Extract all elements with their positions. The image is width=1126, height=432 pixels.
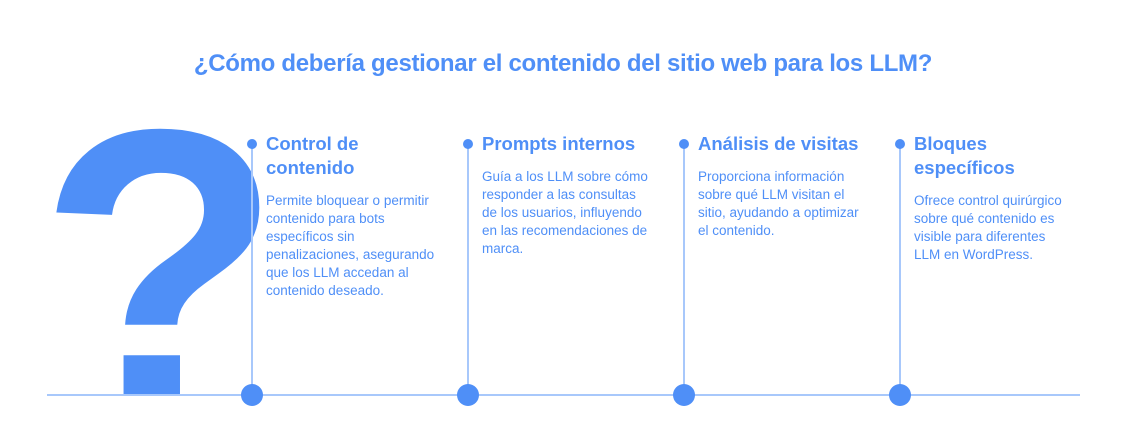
diagram-title: ¿Cómo debería gestionar el contenido del… xyxy=(193,50,933,77)
step-description: Ofrece control quirúrgico sobre qué cont… xyxy=(914,193,1062,262)
timeline-connector-4 xyxy=(899,144,901,396)
timeline-node-2 xyxy=(457,384,479,406)
step-heading: Bloques específicos xyxy=(914,133,1015,178)
step-description: Proporciona información sobre qué LLM vi… xyxy=(698,169,859,238)
timeline-top-dot-4 xyxy=(895,139,905,149)
question-mark-icon: ? xyxy=(38,70,283,395)
timeline-node-3 xyxy=(673,384,695,406)
step-heading: Control de contenido xyxy=(266,133,359,178)
step-description: Guía a los LLM sobre cómo responder a la… xyxy=(482,169,648,256)
step-heading: Análisis de visitas xyxy=(698,133,859,154)
step-description: Permite bloquear o permitir contenido pa… xyxy=(266,193,435,298)
timeline-top-dot-1 xyxy=(247,139,257,149)
timeline-connector-3 xyxy=(683,144,685,396)
timeline-node-1 xyxy=(241,384,263,406)
step-card-internal-prompts: Prompts internos Guía a los LLM sobre có… xyxy=(482,132,672,258)
timeline-top-dot-2 xyxy=(463,139,473,149)
timeline-top-dot-3 xyxy=(679,139,689,149)
step-card-specific-blocks: Bloques específicos Ofrece control quirú… xyxy=(914,132,1104,264)
step-card-visit-analysis: Análisis de visitas Proporciona informac… xyxy=(698,132,888,240)
step-card-content-control: Control de contenido Permite bloquear o … xyxy=(266,132,456,300)
timeline-connector-1 xyxy=(251,144,253,396)
timeline-node-4 xyxy=(889,384,911,406)
step-heading: Prompts internos xyxy=(482,133,636,154)
timeline-connector-2 xyxy=(467,144,469,396)
timeline-baseline xyxy=(47,394,1080,396)
